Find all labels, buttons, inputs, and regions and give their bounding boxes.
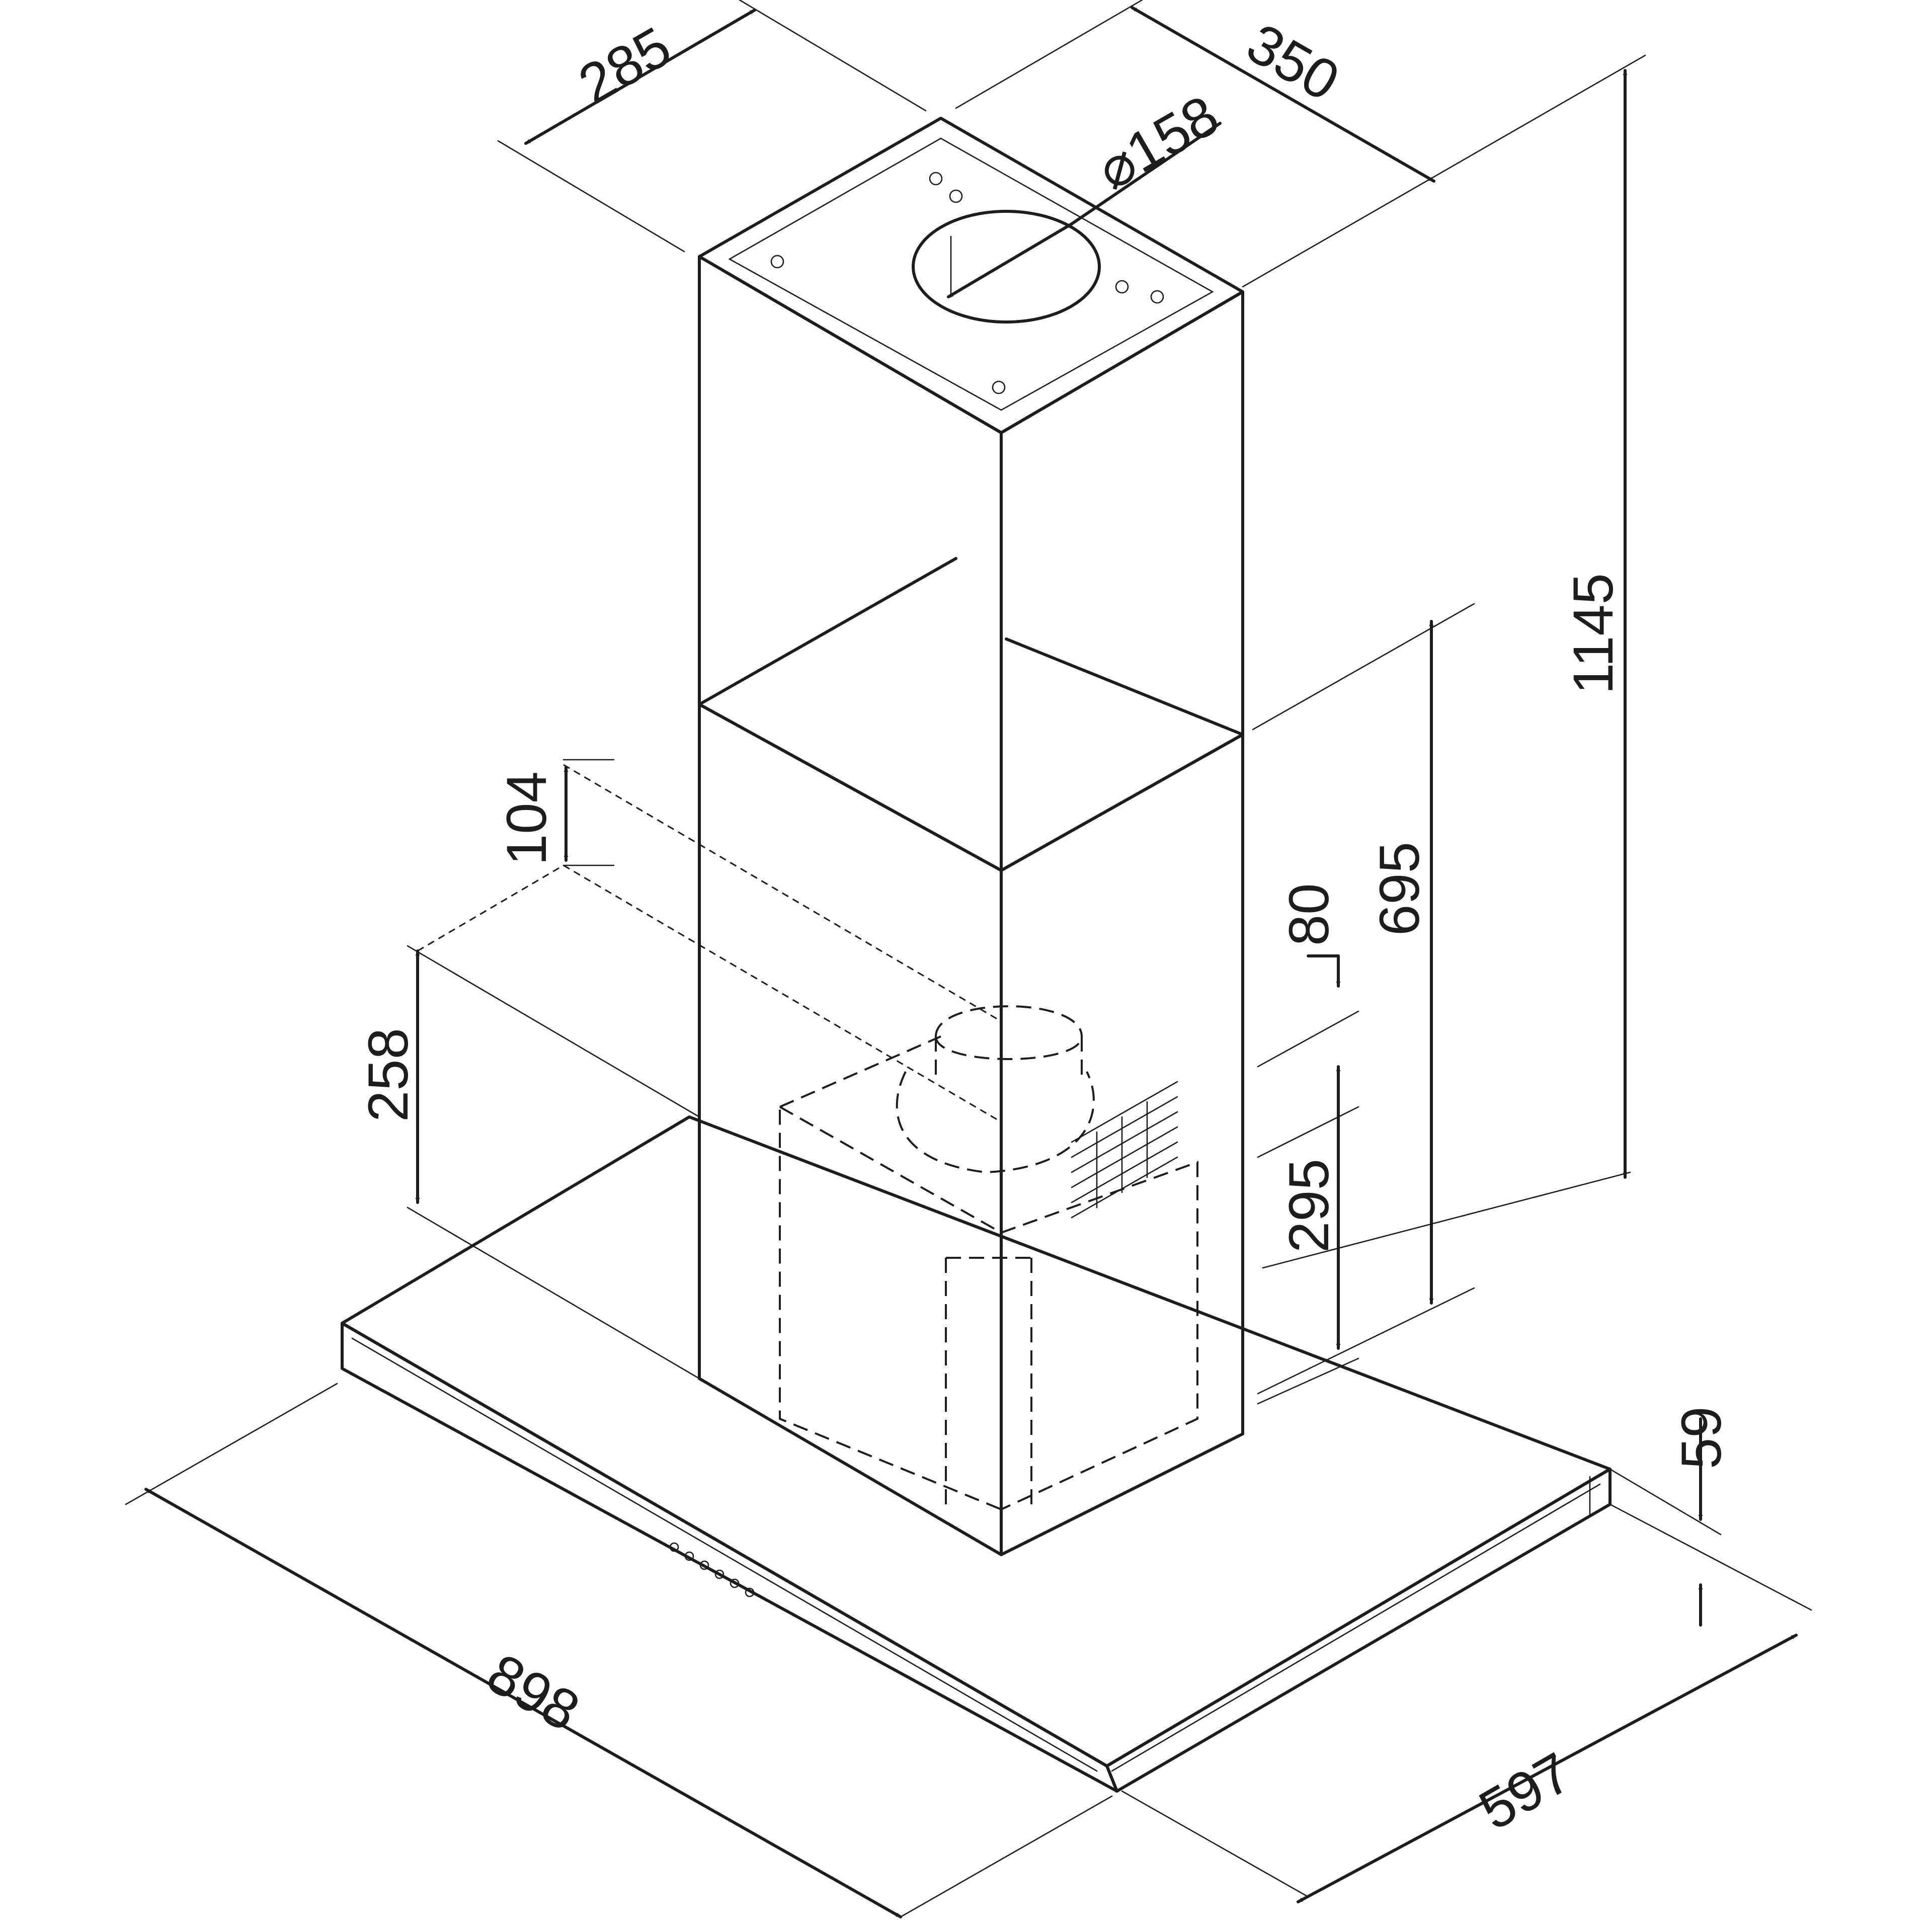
dim-597: 597: [1469, 1740, 1582, 1842]
vent-grill: [1071, 1081, 1178, 1219]
dim-158: ⌀158: [1087, 83, 1229, 201]
duct-outlet: [770, 172, 1164, 394]
dim-1145: 1145: [1562, 573, 1625, 694]
dimension-arrows: [144, 6, 1798, 1918]
dim-80: 80: [1277, 883, 1340, 946]
dim-285: 285: [569, 15, 681, 116]
extension-lines: [125, 0, 1812, 1918]
lower-chimney: [698, 557, 1244, 1556]
dim-104: 104: [495, 771, 558, 865]
motor-housing-hidden: [779, 1005, 1198, 1511]
dim-695: 695: [1368, 842, 1431, 936]
dim-295: 295: [1277, 1159, 1340, 1253]
dimension-labels: 285 350 ⌀158 1145 695 104 258 80 295 59 …: [357, 12, 1733, 1842]
hidden-reference-lines: [417, 764, 1002, 1123]
dim-898: 898: [477, 1642, 590, 1743]
dim-350: 350: [1237, 12, 1349, 113]
upper-chimney: [698, 117, 1244, 872]
dim-258: 258: [357, 1028, 420, 1122]
dim-59: 59: [1670, 1406, 1733, 1469]
